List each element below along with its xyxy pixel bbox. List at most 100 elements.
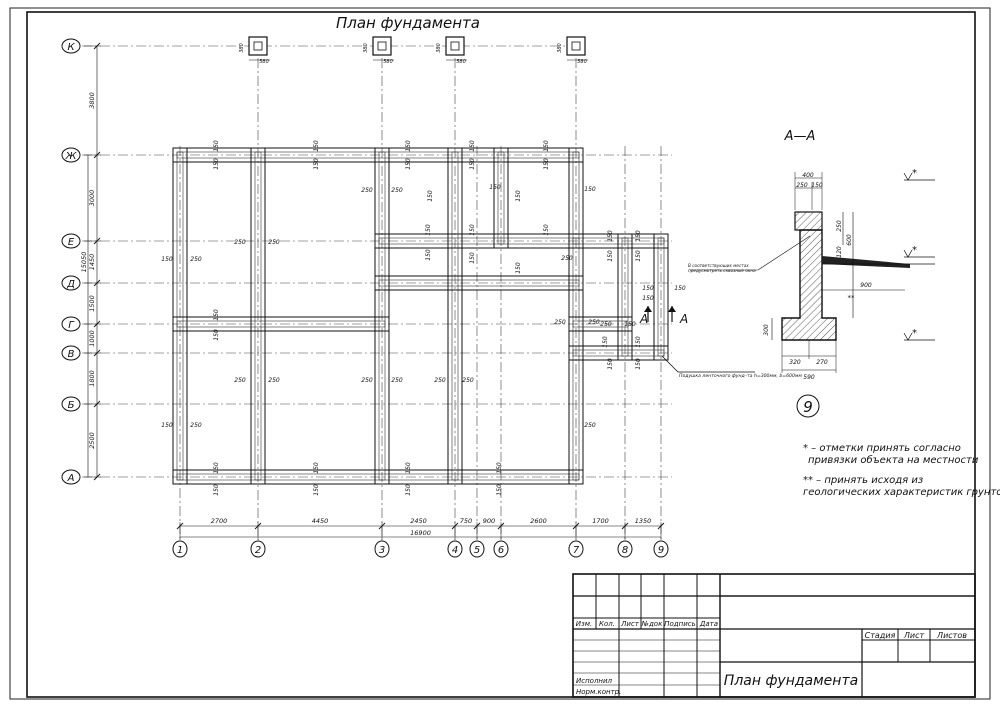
row-bubble <box>61 233 81 249</box>
section-dim-300: 300 <box>763 324 770 336</box>
wall-core <box>621 237 629 357</box>
general-notes: * – отметки принять согласно привязки об… <box>803 443 1000 498</box>
col-bubble <box>374 540 390 558</box>
row-label: К <box>67 42 75 53</box>
wall-core <box>378 279 580 287</box>
wall-strip <box>617 233 633 361</box>
pillar <box>248 36 268 56</box>
wall-mark: 250 <box>234 239 246 246</box>
wall-mark: 150 <box>213 329 220 341</box>
wall-mark: 250 <box>361 187 373 194</box>
bottom-dim-value: 2600 <box>530 517 547 525</box>
col-label: 2 <box>255 545 261 556</box>
col-label: 4 <box>452 545 458 556</box>
bottom-dim-value: 900 <box>483 517 495 525</box>
elevation-mark-bottom: * <box>903 328 935 341</box>
node-number: 9 <box>803 398 813 416</box>
section-dim-320: 320 <box>789 359 801 366</box>
row-bubble <box>61 147 81 163</box>
wall-strip <box>172 147 188 485</box>
col-bubble <box>653 540 669 558</box>
bottom-dim-value: 1350 <box>635 517 652 525</box>
pillar <box>566 36 586 56</box>
pillar <box>445 36 465 56</box>
plan-title: План фундамента <box>336 14 480 32</box>
col-bubble <box>617 540 633 558</box>
wall-mark: 250 <box>462 377 474 384</box>
dim-slash <box>93 400 101 408</box>
wall-mark: 150 <box>161 422 173 429</box>
dim-slash <box>93 151 101 159</box>
stamp-col-ndok: №док <box>641 620 663 628</box>
svg-text:*: * <box>912 328 917 339</box>
left-dim-value: 3000 <box>88 190 96 207</box>
row-label: Б <box>68 400 75 411</box>
section-detail: А—А 400 250 150 250 600 120 ** 900 <box>688 129 935 418</box>
left-dim-value: 1000 <box>88 330 96 347</box>
dim-slash <box>93 279 101 287</box>
wall-mark: 150 <box>213 158 220 170</box>
wall-mark: 250 <box>190 256 202 263</box>
wall-mark: 150 <box>469 158 476 170</box>
svg-text:*: * <box>912 168 917 179</box>
section-marker-right: А <box>679 312 688 326</box>
wall-mark: 150 <box>213 462 220 474</box>
dim-slash <box>497 522 505 530</box>
row-bubble <box>61 38 81 54</box>
stamp-row-normkontr: Норм.контр. <box>576 688 621 696</box>
wall-strip <box>568 316 633 332</box>
wall-mark: 150 <box>405 140 412 152</box>
dim-slash <box>621 522 629 530</box>
section-dim-900: 900 <box>860 282 872 289</box>
row-bubble <box>61 396 81 412</box>
row-label: Д <box>66 279 75 290</box>
wall-mark: 150 <box>213 484 220 496</box>
wall-mark: 150 <box>405 462 412 474</box>
overall-width-value: 16900 <box>410 529 431 537</box>
wall-mark: 150 <box>607 230 614 242</box>
section-dim-star2: ** <box>848 294 856 302</box>
pillar-dim-380: 380 <box>557 43 563 53</box>
axis-grid <box>82 40 672 540</box>
wall-mark: 150 <box>496 484 503 496</box>
wall-mark: 250 <box>391 377 403 384</box>
stamp-sheet: Лист <box>903 631 925 640</box>
col-label: 5 <box>474 545 480 556</box>
svg-text:*: * <box>912 245 917 256</box>
wall-mark: 150 <box>624 321 636 328</box>
col-label: 1 <box>177 545 183 556</box>
tape-note-leader <box>661 355 755 373</box>
pillar-dim-580: 580 <box>577 59 587 65</box>
wall-mark: 250 <box>600 321 612 328</box>
wall-mark: 150 <box>515 262 522 274</box>
dim-slash <box>572 522 580 530</box>
title-block: Изм. Кол. Лист №док Подпись Дата Исполни… <box>572 573 976 698</box>
wall-strip <box>374 233 584 249</box>
wall-mark: 250 <box>434 377 446 384</box>
col-label: 7 <box>573 545 580 556</box>
row-bubble <box>61 275 81 291</box>
bottom-dim-value: 4450 <box>312 517 329 525</box>
pillar-inner <box>450 41 460 51</box>
stamp-col-kol: Кол. <box>599 620 615 628</box>
bottom-dim-value: 2700 <box>211 517 228 525</box>
wall-mark: 150 <box>313 484 320 496</box>
wall-mark: 250 <box>268 239 280 246</box>
wall-mark: 150 <box>674 285 686 292</box>
row-bubble <box>61 469 81 485</box>
wall-mark: 250 <box>391 187 403 194</box>
dim-slash <box>254 522 262 530</box>
node-number-circle <box>796 394 820 418</box>
bottom-dim-value: 750 <box>460 517 472 525</box>
dim-slash <box>657 522 665 530</box>
stamp-row-ispolnil: Исполнил <box>576 677 613 685</box>
wall-mark: 150 <box>635 358 642 370</box>
pillar-dim-380: 380 <box>363 43 369 53</box>
wall-mark: 150 <box>425 249 432 261</box>
bottom-dim-value: 2450 <box>410 517 427 525</box>
section-dim-150: 150 <box>811 182 823 189</box>
wall-mark: 150 <box>635 230 642 242</box>
wall-strip <box>568 147 584 485</box>
section-footing <box>781 229 837 341</box>
wall-mark: 150 <box>642 295 654 302</box>
